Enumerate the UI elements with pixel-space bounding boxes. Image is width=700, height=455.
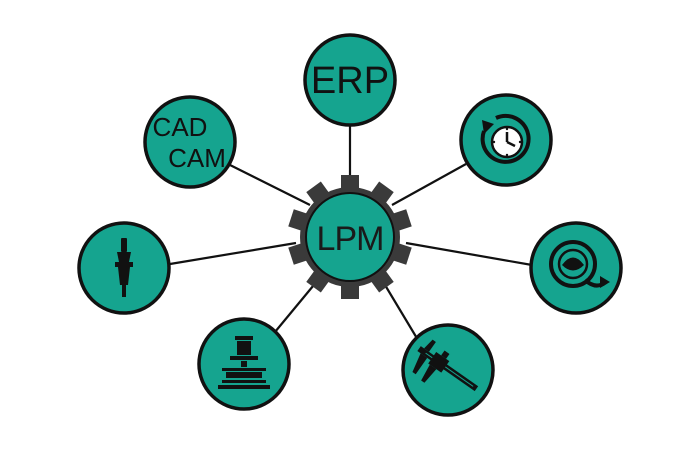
machine-tool-icon — [218, 336, 270, 389]
connector-caliper — [381, 279, 419, 341]
connector-clock — [391, 163, 467, 206]
erp-label: ERP — [311, 60, 389, 102]
node-caliper — [401, 323, 495, 417]
connector-tool — [169, 241, 297, 266]
node-quality — [529, 221, 623, 315]
node-tool — [77, 221, 171, 315]
hub: LPM — [288, 175, 412, 299]
node-machine — [197, 317, 291, 411]
quality-q-icon — [549, 240, 610, 288]
gear-icon — [288, 175, 412, 299]
connector-quality — [405, 241, 533, 267]
hub-label: LPM — [317, 220, 384, 258]
node-clock — [459, 93, 553, 187]
node-erp: ERP — [303, 33, 397, 127]
caliper-icon — [412, 339, 479, 392]
connector-machine — [269, 279, 319, 339]
node-cadcam: CAD CAM — [143, 95, 237, 189]
tool-holder-icon — [115, 238, 133, 297]
connectors — [169, 120, 533, 341]
clock-refresh-icon — [480, 113, 531, 164]
cam-label: CAM — [168, 143, 226, 173]
cad-label: CAD — [153, 112, 208, 142]
connector-cadcam — [229, 164, 311, 206]
